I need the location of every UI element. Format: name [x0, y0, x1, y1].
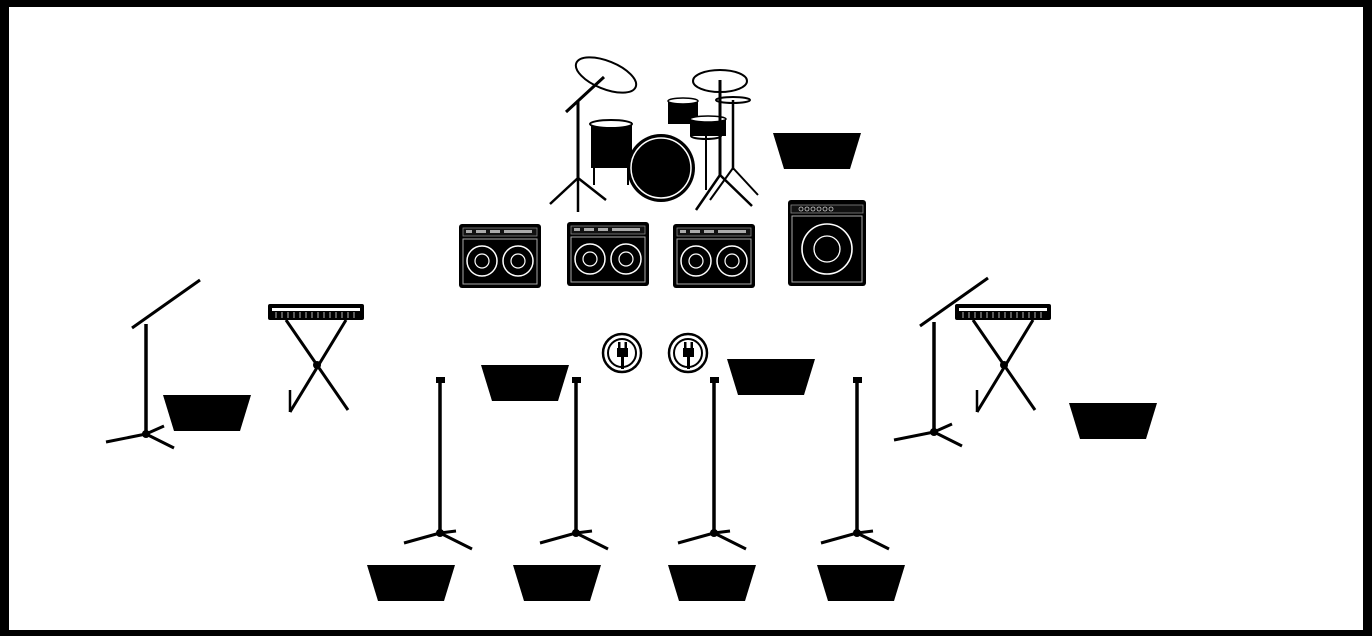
monitor-wedge-front-2-icon — [513, 565, 601, 601]
monitor-wedge-center-right-icon — [727, 359, 815, 395]
drum-kit-icon — [549, 56, 759, 212]
stage-plot-canvas — [9, 7, 1363, 630]
monitor-wedge-front-1-icon — [367, 565, 455, 601]
power-plug-icon — [601, 332, 643, 374]
guitar-amp-2-icon — [566, 221, 650, 287]
monitor-wedge-left-icon — [163, 395, 251, 431]
monitor-wedge-right-icon — [1069, 403, 1157, 439]
guitar-amp-1-icon — [458, 223, 542, 289]
power-plug-icon — [667, 332, 709, 374]
monitor-wedge-drums-icon — [773, 133, 861, 169]
monitor-wedge-front-4-icon — [817, 565, 905, 601]
monitor-wedge-center-left-icon — [481, 365, 569, 401]
guitar-amp-3-icon — [672, 223, 756, 289]
monitor-wedge-front-3-icon — [668, 565, 756, 601]
bass-amp-icon — [787, 199, 867, 287]
